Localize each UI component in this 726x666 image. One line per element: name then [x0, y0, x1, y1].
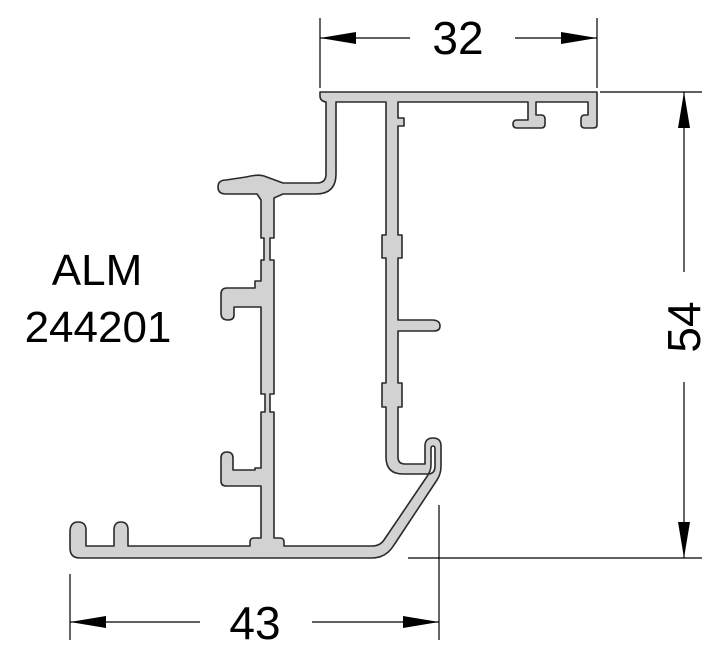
dimension-top: 32 — [319, 12, 598, 88]
product-code: 244201 — [25, 303, 172, 352]
arrow-head-bottom-left — [70, 616, 106, 628]
arrow-head-top-left — [320, 32, 356, 44]
arrow-head-right-bottom — [678, 522, 690, 558]
dimension-label-right: 54 — [658, 301, 710, 352]
arrow-head-bottom-right — [403, 616, 439, 628]
arrow-head-right-top — [678, 92, 690, 128]
dimension-bottom: 43 — [69, 505, 440, 649]
profile-outline — [69, 91, 598, 559]
dimension-label-bottom: 43 — [229, 597, 280, 649]
profile-section — [69, 91, 598, 559]
product-label: ALM 244201 — [25, 246, 172, 352]
dimension-right: 54 — [408, 91, 710, 559]
dimension-label-top: 32 — [432, 12, 483, 64]
arrow-head-top-right — [561, 32, 597, 44]
product-series: ALM — [52, 246, 142, 295]
